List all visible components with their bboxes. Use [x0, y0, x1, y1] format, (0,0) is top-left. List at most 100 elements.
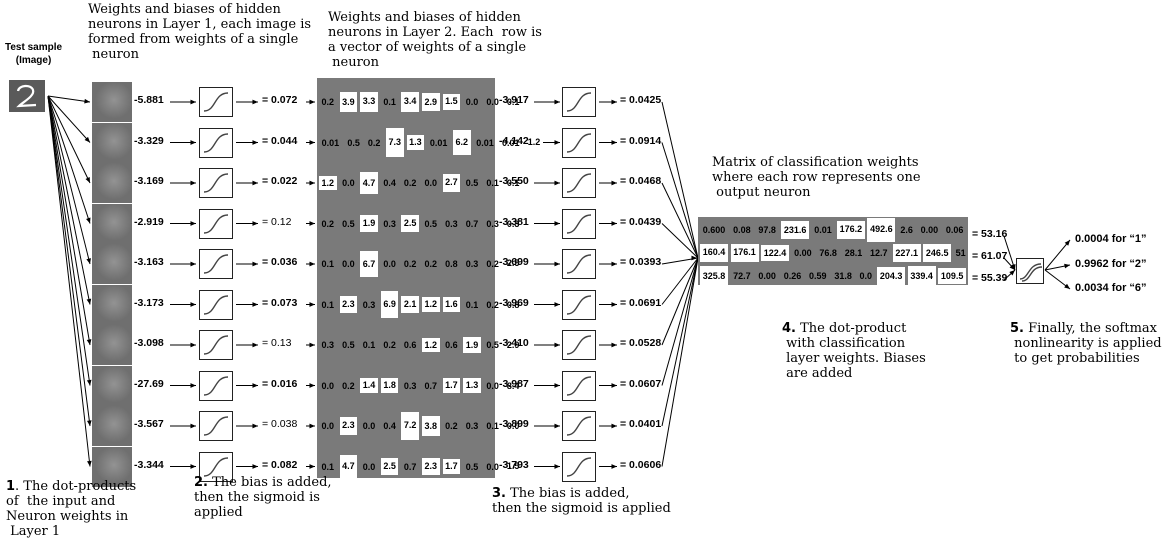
arrow-line	[47, 95, 91, 346]
sigmoid-box	[562, 249, 596, 279]
step5-number: 5.	[1010, 321, 1024, 336]
class-weight-cell: 0.00	[758, 271, 776, 281]
weight-cell: 0.01	[476, 137, 494, 148]
neuron-weight-image	[92, 244, 132, 284]
sigmoid-curve-icon	[566, 335, 592, 355]
neuron-weight-image	[92, 203, 132, 244]
arrow-line	[1003, 235, 1016, 271]
class-weight-cell: 109.5	[938, 267, 967, 285]
weight-cell: 0.2	[445, 421, 458, 431]
weight-cell: 0.3	[486, 218, 499, 229]
class-weight-cell: 0.01	[814, 225, 832, 235]
weight-cell: 0.2	[486, 299, 499, 310]
layer1-output: = 0.12	[262, 215, 292, 228]
sigmoid-curve-icon	[203, 375, 229, 396]
arrow-head	[611, 464, 617, 469]
arrow-head	[84, 98, 90, 104]
weight-cell: 0.2	[424, 259, 438, 269]
arrow-head	[611, 140, 617, 145]
sigmoid-curve-icon	[566, 173, 592, 193]
layer2-output: = 0.0401	[620, 418, 662, 430]
weight-cell: 1.9	[463, 336, 481, 354]
layer1-dot-product: -2.919	[134, 215, 164, 228]
weight-cell: 0.5	[342, 340, 355, 350]
weight-cell: 0.3	[383, 218, 396, 229]
weight-cell: 0.2	[321, 218, 335, 229]
weight-cell: 0.3	[362, 299, 376, 310]
arrow-head	[1009, 264, 1015, 270]
probability: 0.0034 for “6”	[1075, 282, 1147, 294]
layer2-output: = 0.0607	[620, 377, 662, 390]
arrow-head	[190, 383, 196, 388]
arrow-line	[661, 142, 699, 259]
weight-cell: 2.9	[422, 92, 440, 112]
weight-cell: 1.2	[422, 337, 440, 353]
weight-cell: 0.3	[321, 340, 335, 350]
weight-cell: 2.3	[339, 417, 358, 435]
arrow-head	[691, 255, 697, 261]
class-weight-cell: 0.26	[783, 271, 802, 281]
weight-cell: 0.0	[486, 380, 499, 391]
layer1-output: = 0.13	[262, 337, 292, 349]
arrow-head	[611, 423, 617, 429]
arrow-head	[252, 140, 258, 145]
weight-cell: 0.5	[486, 340, 499, 350]
arrow-head	[309, 302, 315, 307]
layer2-output: = 0.0691	[620, 296, 662, 309]
sigmoid-box	[199, 127, 233, 158]
arrow-head	[554, 383, 560, 388]
step3-number: 3.	[492, 486, 506, 501]
weight-cell: 7.3	[386, 128, 404, 157]
probability: 0.9962 for “2”	[1075, 258, 1147, 270]
weight-cell: 2.3	[422, 457, 440, 476]
class-output: = 53.16	[972, 228, 1008, 240]
class-weight-cell: 12.7	[870, 248, 888, 258]
layer1-dot-product: -27.69	[134, 377, 164, 390]
weight-cell: 0.0	[465, 97, 479, 107]
layer1-dot-product: -3.567	[134, 418, 164, 430]
weight-cell: 1.3	[406, 135, 425, 150]
sigmoid-box	[562, 208, 596, 239]
layer2-output: = 0.0439	[620, 215, 662, 228]
step4-text: The dot-product with classification laye…	[786, 321, 926, 381]
weight-cell: 0.1	[321, 461, 335, 472]
sigmoid-box	[199, 411, 233, 441]
classifier-title: Matrix of classification weights where e…	[712, 155, 921, 200]
arrow-head	[252, 221, 258, 226]
arrow-head	[309, 221, 315, 226]
arrow-head	[86, 339, 92, 345]
weight-cell: 0.3	[506, 218, 520, 229]
weight-cell: 0.2	[342, 380, 355, 391]
arrow-line	[661, 257, 699, 386]
class-weight-cell: 204.3	[877, 266, 906, 286]
class-weight-cell: 0.06	[945, 225, 964, 235]
sigmoid-box	[562, 168, 596, 198]
layer1-output: = 0.038	[262, 418, 298, 430]
weight-cell: 0.3	[403, 380, 417, 391]
sigmoid-curve-icon	[203, 213, 229, 234]
arrow-head	[190, 342, 196, 348]
weight-cell: 0.1	[506, 97, 520, 107]
arrow-line	[47, 95, 91, 467]
layer2-dot-product: -3.381	[499, 215, 529, 228]
sigmoid-curve-icon	[203, 132, 229, 153]
layer1-output: = 0.082	[262, 458, 298, 471]
arrow-head	[252, 99, 258, 105]
sigmoid-box	[562, 411, 596, 441]
step4-caption: 4. The dot-product with classification l…	[782, 321, 926, 381]
weight-cell: 0.4	[383, 178, 396, 188]
weight-cell: 1.4	[360, 377, 378, 394]
layer1-output: = 0.044	[262, 134, 298, 147]
arrow-head	[309, 342, 315, 348]
sigmoid-curve-icon	[566, 375, 592, 396]
weight-cell: 0.0	[362, 421, 376, 431]
weight-cell: 0.0	[486, 461, 499, 472]
arrow-head	[190, 464, 196, 469]
arrow-head	[554, 221, 560, 226]
weight-cell: 0.2	[403, 259, 417, 269]
sigmoid-curve-icon	[566, 416, 592, 436]
arrow-line	[661, 257, 699, 467]
class-weight-cell: 176.2	[836, 221, 865, 239]
class-weight-cell: 0.59	[809, 271, 827, 281]
